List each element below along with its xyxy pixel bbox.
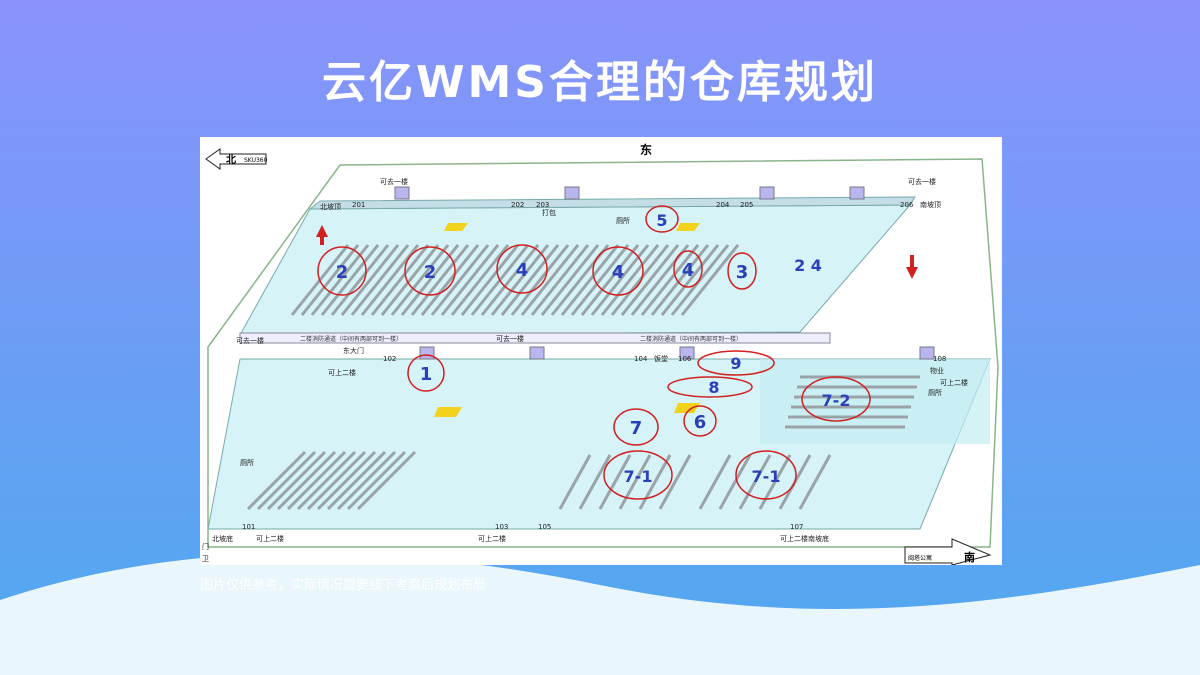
dock-206: 206 xyxy=(900,201,914,209)
south-slope-label: 南坡顶 xyxy=(920,200,941,209)
guard-label: 卫 xyxy=(202,555,209,563)
north-arrow: 北 SKU360 xyxy=(205,148,268,170)
east-gate-label: 东大门 xyxy=(343,346,364,355)
warehouse-plan: 二楼消防通道（中间有两部可到一楼） 二楼消防通道（中间有两部可到一楼） 北 SK… xyxy=(202,142,999,566)
dock-108: 108 xyxy=(933,355,946,363)
toilet-lower-label: 厕所 xyxy=(240,458,254,467)
zone-upper-7: 2 4 xyxy=(794,256,822,275)
dock-101: 101 xyxy=(242,523,255,531)
zone-lower-4: 7 xyxy=(630,418,643,439)
dock-202: 202 xyxy=(511,201,524,209)
up2-label-d: 可上二楼 xyxy=(780,534,808,543)
zone-lower-7: 7-1 xyxy=(752,467,781,486)
page-title: 云亿WMS合理的仓库规划 xyxy=(321,57,878,108)
lower-dock-numbers: 101 102 103 104 105 106 107 108 xyxy=(242,355,946,531)
toilet-upper-label: 厕所 xyxy=(616,216,630,225)
zone-upper-4: 4 xyxy=(682,260,695,281)
zone-upper-0: 2 xyxy=(336,262,349,283)
south-arrow: 闽塔公寓 南 xyxy=(904,538,992,566)
upper-rack-rows xyxy=(290,244,740,316)
apartment-label: 闽塔公寓 xyxy=(908,554,932,562)
zone-upper-1: 2 xyxy=(424,262,437,283)
to-floor1-label-d: 可去一楼 xyxy=(496,334,524,343)
zone-upper-6: 5 xyxy=(656,211,667,230)
bottom-wave xyxy=(0,552,1200,675)
zone-lower-6: 7-1 xyxy=(624,467,653,486)
to-floor1-label-c: 可去一楼 xyxy=(236,336,264,345)
up2-label-a: 可上二楼 xyxy=(328,368,356,377)
pack-label: 打包 xyxy=(542,208,556,217)
dock-104: 104 xyxy=(634,355,648,363)
to-floor1-label-a: 可去一楼 xyxy=(380,177,408,186)
warehouse-layout-diagram: 二楼消防通道（中间有两部可到一楼） 二楼消防通道（中间有两部可到一楼） 北 SK… xyxy=(200,137,1002,566)
north-slope-low-label: 北坡底 xyxy=(212,534,233,543)
sku-label: SKU360 xyxy=(244,157,268,164)
caption-text: 图片仅供参考，实际情况需要线下考察后规划布局 xyxy=(200,578,487,593)
lower-right-racks xyxy=(558,454,832,510)
upper-dock-numbers: 201 202 203 204 205 206 xyxy=(352,201,914,209)
dock-102: 102 xyxy=(383,355,396,363)
up2-label-e: 可上二楼 xyxy=(940,378,968,387)
south-slope-low-label: 南坡底 xyxy=(808,534,829,543)
up2-label-c: 可上二楼 xyxy=(478,534,506,543)
zone-upper-2: 4 xyxy=(516,260,529,281)
dock-203: 203 xyxy=(536,201,549,209)
aisle-left-label: 二楼消防通道（中间有两部可到一楼） xyxy=(300,335,402,343)
zone-numbers: 2 2 4 4 4 3 5 2 4 1 9 8 7-2 7 6 7-1 7-1 xyxy=(336,211,851,486)
dock-106: 106 xyxy=(678,355,692,363)
south-label: 南 xyxy=(964,550,975,564)
zone-upper-3: 4 xyxy=(612,262,625,283)
lower-left-racks xyxy=(246,450,417,511)
to-floor1-label-b: 可去一楼 xyxy=(908,177,936,186)
dock-205: 205 xyxy=(740,201,753,209)
dock-107: 107 xyxy=(790,523,803,531)
dock-201: 201 xyxy=(352,201,365,209)
zone-7-2-racks xyxy=(785,375,920,429)
aisle-right-label: 二楼消防通道（中间有两部可到一楼） xyxy=(640,335,742,343)
north-slope-label: 北坡顶 xyxy=(320,202,341,211)
zone-upper-5: 3 xyxy=(736,262,749,283)
property-label: 物业 xyxy=(930,366,944,375)
up2-label-b: 可上二楼 xyxy=(256,534,284,543)
canteen-label: 饭堂 xyxy=(654,354,668,363)
zone-lower-0: 1 xyxy=(420,364,433,385)
dock-103: 103 xyxy=(495,523,508,531)
zone-lower-5: 6 xyxy=(694,412,707,433)
north-label: 北 xyxy=(226,153,236,166)
zone-lower-2: 8 xyxy=(708,378,719,397)
east-label: 东 xyxy=(640,142,652,157)
zone-lower-1: 9 xyxy=(730,354,741,373)
dock-105: 105 xyxy=(538,523,551,531)
zone-lower-3: 7-2 xyxy=(822,391,851,410)
dock-204: 204 xyxy=(716,201,730,209)
guard-door-label: 门 xyxy=(202,542,209,551)
toilet-right-label: 厕所 xyxy=(928,388,942,397)
